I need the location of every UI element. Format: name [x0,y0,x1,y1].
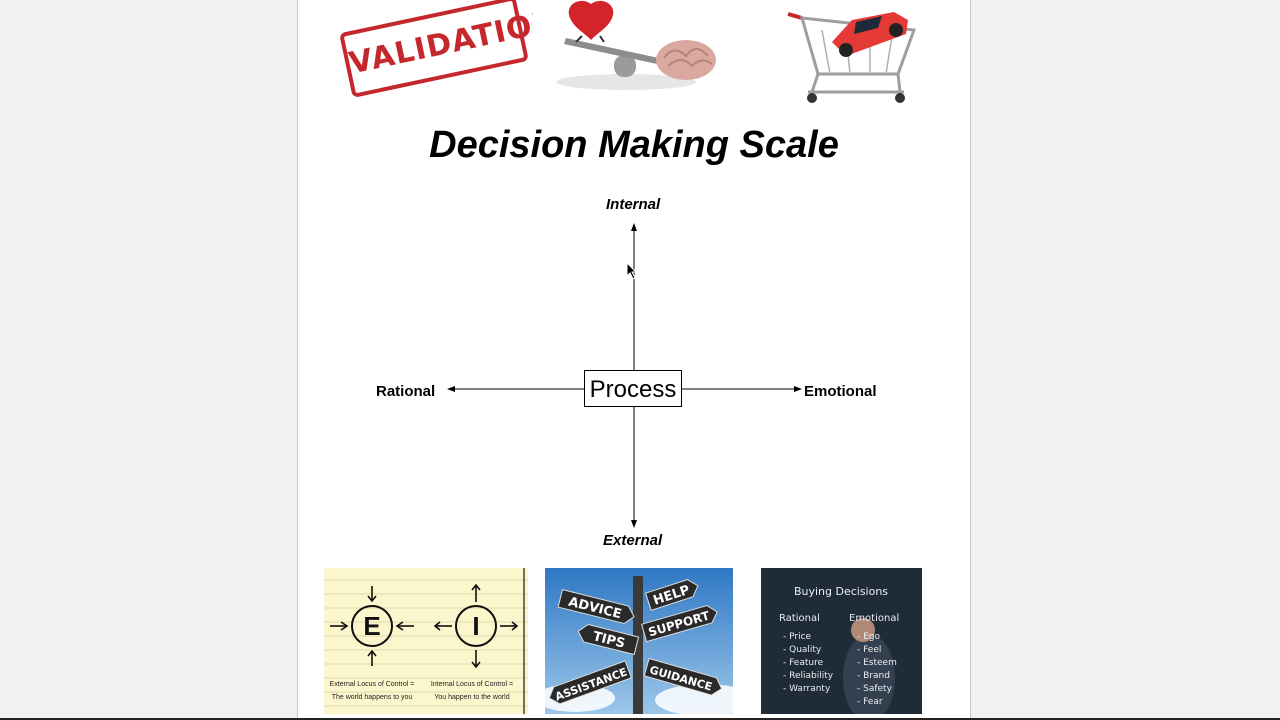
chalkboard-emotional-item: - Feel [857,645,881,655]
chalkboard-rational-item: - Price [783,632,812,642]
signpost-image: ADVICE HELP TIPS SUPPORT ASSISTANCE GUID… [545,568,733,714]
buying-decisions-chalkboard-image: Buying Decisions Rational Emotional - Pr… [761,568,922,714]
page-title: Decision Making Scale [429,124,839,166]
chalkboard-heading: Buying Decisions [794,585,888,598]
chalkboard-emotional-header: Emotional [849,613,899,624]
heart-brain-seesaw-image [546,0,721,100]
chalkboard-emotional-item: - Safety [857,684,893,694]
locus-of-control-image: E I External Locus of Control = The worl… [324,568,528,714]
chalkboard-emotional-item: - Brand [857,671,890,681]
axis-label-internal: Internal [606,196,661,213]
locus-left-caption-2: The world happens to you [332,694,413,701]
chalkboard-emotional-item: - Ego [857,632,881,642]
decision-scale-axes [447,223,802,528]
chalkboard-emotional-item: - Fear [857,697,883,707]
chalkboard-rational-item: - Quality [783,645,822,655]
locus-right-caption-1: Internal Locus of Control = [431,681,513,688]
axis-label-emotional: Emotional [804,383,877,400]
locus-right-caption-2: You happen to the world [434,694,509,701]
process-box: Process [584,370,682,407]
chalkboard-rational-item: - Warranty [783,684,831,694]
axis-label-external: External [603,532,663,549]
locus-letter-i: I [472,611,479,641]
mouse-cursor-icon [626,262,638,280]
locus-letter-e: E [363,611,380,641]
shopping-cart-car-image [782,6,930,104]
window-bottom-border [0,718,1280,720]
chalkboard-rational-header: Rational [779,613,820,624]
document-page: VALIDATION [297,0,971,718]
axis-label-rational: Rational [376,383,436,400]
chalkboard-rational-item: - Reliability [783,671,834,681]
chalkboard-rational-item: - Feature [783,658,824,668]
locus-left-caption-1: External Locus of Control = [330,681,415,688]
chalkboard-emotional-item: - Esteem [857,658,897,668]
